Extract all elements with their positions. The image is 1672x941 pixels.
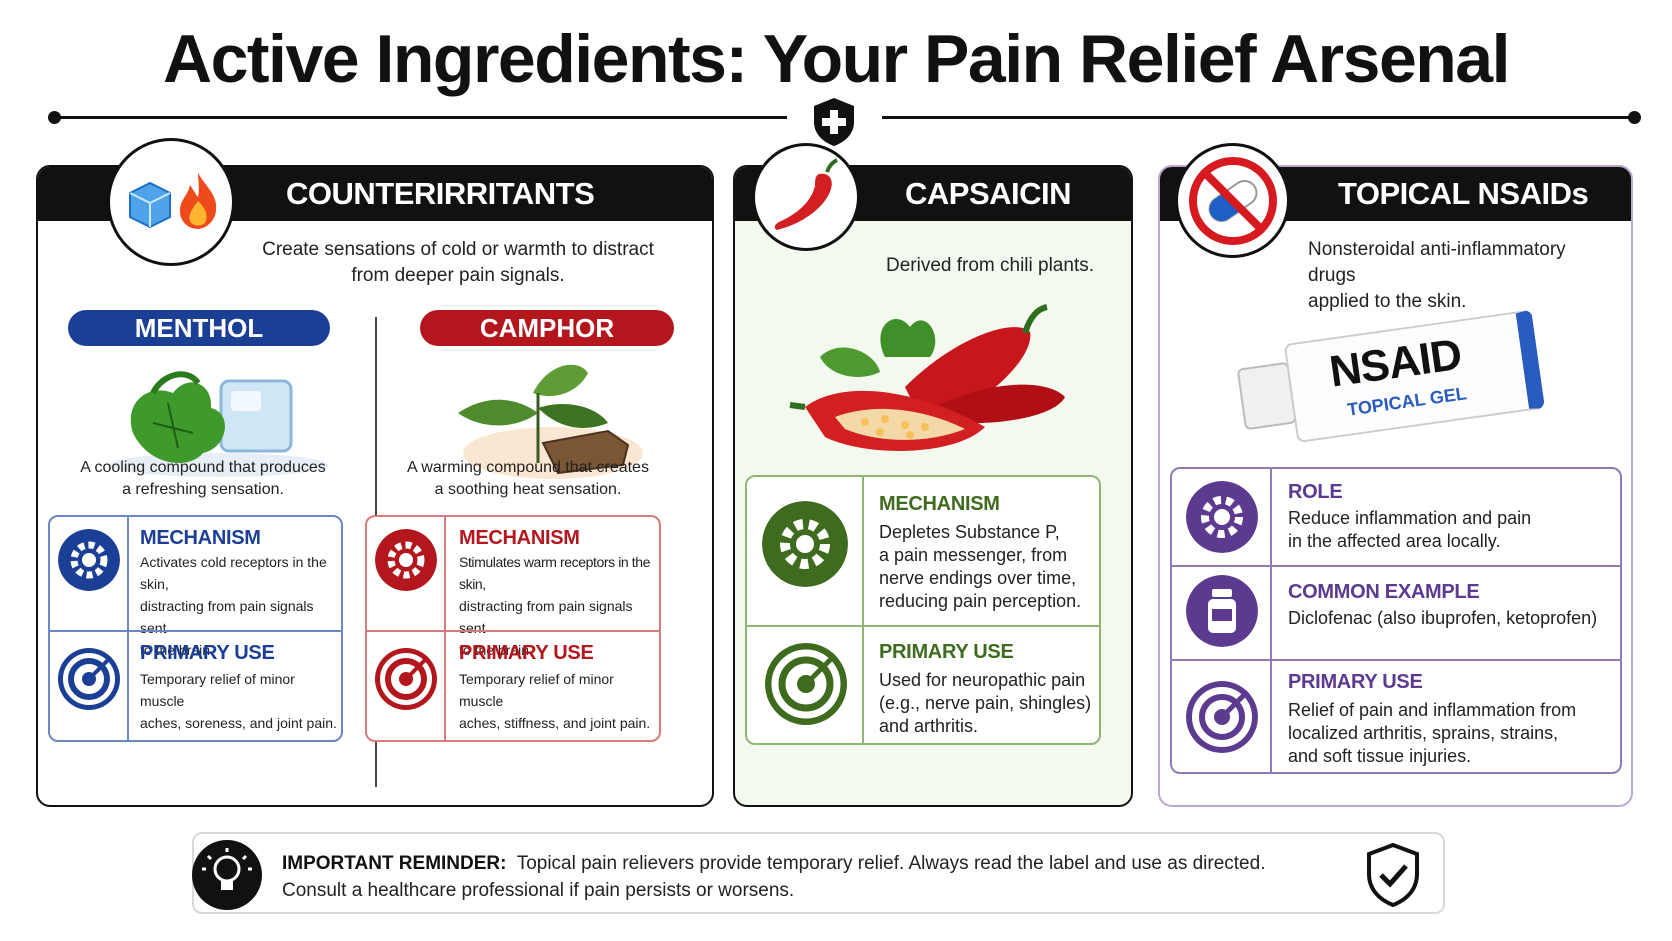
camphor-illustration xyxy=(458,364,643,479)
mint-ice-illustration xyxy=(108,371,328,477)
capsaicin-mechanism-text: Depletes Substance P, a pain messenger, … xyxy=(879,522,1082,611)
camphor-mechanism-title: MECHANISM xyxy=(459,527,580,549)
nsaids-role-row: ROLE Reduce inflammation and pain in the… xyxy=(1172,469,1620,565)
camphor-box-vline xyxy=(444,517,446,740)
target-icon xyxy=(375,648,437,710)
camphor-info-box: MECHANISM Stimulates warm receptors in t… xyxy=(365,515,661,742)
nsaids-badge xyxy=(1175,143,1290,258)
nsaids-example-row: COMMON EXAMPLE Diclofenac (also ibuprofe… xyxy=(1172,565,1620,659)
nsaids-use-text: Relief of pain and inflammation from loc… xyxy=(1288,700,1577,766)
menthol-use-row: PRIMARY USE Temporary relief of minor mu… xyxy=(50,630,341,742)
flame-icon xyxy=(179,173,217,229)
reminder-label: IMPORTANT REMINDER: xyxy=(282,853,507,874)
menthol-description: A cooling compound that produces a refre… xyxy=(80,459,326,498)
gear-icon xyxy=(375,529,437,591)
menthol-box-vline xyxy=(127,517,129,740)
capsaicin-title: CAPSAICIN xyxy=(905,176,1072,211)
camphor-description: A warming compound that creates a soothi… xyxy=(407,459,649,498)
camphor-mechanism-text: Stimulates warm receptors in the skin, d… xyxy=(459,554,651,658)
capsaicin-info-box: MECHANISM Depletes Substance P, a pain m… xyxy=(745,475,1101,745)
capsaicin-badge xyxy=(752,143,860,251)
important-reminder: IMPORTANT REMINDER: Topical pain relieve… xyxy=(192,832,1445,914)
counterirritants-panel: COUNTERIRRITANTS Create sensations of co… xyxy=(36,165,714,807)
nsaids-role-text: Reduce inflammation and pain in the affe… xyxy=(1288,508,1532,551)
reminder-text: IMPORTANT REMINDER: Topical pain relieve… xyxy=(282,853,1266,901)
nsaid-tube: NSAID TOPICAL GEL xyxy=(1232,296,1557,468)
title-rule-left xyxy=(52,116,787,119)
menthol-mechanism-row: MECHANISM Activates cold receptors in th… xyxy=(50,517,341,658)
page-title: Active Ingredients: Your Pain Relief Ars… xyxy=(162,21,1511,97)
shield-check-icon xyxy=(1367,842,1419,908)
camphor-use-row: PRIMARY USE Temporary relief of minor mu… xyxy=(367,630,659,742)
capsaicin-description: Derived from chili plants. xyxy=(885,255,1095,276)
capsaicin-mechanism-title: MECHANISM xyxy=(879,493,1000,515)
capsaicin-box-vline xyxy=(862,477,864,743)
bottle-icon xyxy=(1186,575,1258,647)
camphor-use-title: PRIMARY USE xyxy=(459,642,594,664)
menthol-info-box: MECHANISM Activates cold receptors in th… xyxy=(48,515,343,742)
rule-dot-right xyxy=(1628,111,1641,124)
counterirritants-description: Create sensations of cold or warmth to d… xyxy=(262,239,654,286)
menthol-mechanism-text: Activates cold receptors in the skin, di… xyxy=(140,554,327,658)
nsaids-use-title: PRIMARY USE xyxy=(1288,671,1423,693)
target-icon xyxy=(765,643,847,725)
capsaicin-mechanism-row: MECHANISM Depletes Substance P, a pain m… xyxy=(747,477,1099,625)
counterirritants-title: COUNTERIRRITANTS xyxy=(286,176,595,211)
capsaicin-use-title: PRIMARY USE xyxy=(879,641,1014,663)
nsaids-box-vline xyxy=(1270,469,1272,772)
menthol-use-title: PRIMARY USE xyxy=(140,642,275,664)
nsaids-example-text: Diclofenac (also ibuprofen, ketoprofen) xyxy=(1288,608,1598,628)
menthol-mechanism-title: MECHANISM xyxy=(140,527,261,549)
capsaicin-use-text: Used for neuropathic pain (e.g., nerve p… xyxy=(879,670,1092,736)
target-icon xyxy=(58,648,120,710)
chili-peppers-illustration xyxy=(789,304,1065,451)
no-pill-icon xyxy=(1189,157,1277,245)
chili-icon xyxy=(774,158,838,230)
nsaids-panel: TOPICAL NSAIDs Nonsteroidal anti-inflamm… xyxy=(1158,165,1633,807)
menthol-use-text: Temporary relief of minor muscle aches, … xyxy=(140,671,337,731)
gear-icon xyxy=(1186,481,1258,553)
camphor-mechanism-row: MECHANISM Stimulates warm receptors in t… xyxy=(367,517,659,658)
nsaids-info-box: ROLE Reduce inflammation and pain in the… xyxy=(1170,467,1622,774)
menthol-pill: MENTHOL xyxy=(68,310,330,346)
nsaids-use-row: PRIMARY USE Relief of pain and inflammat… xyxy=(1172,659,1620,774)
nsaids-role-title: ROLE xyxy=(1288,481,1343,503)
ice-cube-icon xyxy=(129,181,171,229)
counterirritants-badge xyxy=(107,138,235,266)
shield-cross-icon xyxy=(814,98,854,146)
nsaids-example-title: COMMON EXAMPLE xyxy=(1288,581,1480,603)
gear-icon xyxy=(762,501,848,587)
target-icon xyxy=(1186,681,1258,753)
nsaids-description: Nonsteroidal anti-inflammatory drugs app… xyxy=(1308,239,1566,312)
camphor-use-text: Temporary relief of minor muscle aches, … xyxy=(459,671,651,731)
camphor-pill: CAMPHOR xyxy=(420,310,674,346)
gear-icon xyxy=(58,529,120,591)
title-rule-right xyxy=(882,116,1634,119)
capsaicin-use-row: PRIMARY USE Used for neuropathic pain (e… xyxy=(747,625,1099,745)
nsaids-title: TOPICAL NSAIDs xyxy=(1338,176,1589,211)
lightbulb-icon xyxy=(192,840,262,910)
capsaicin-panel: CAPSAICIN Derived from chili plants. MEC… xyxy=(733,165,1133,807)
